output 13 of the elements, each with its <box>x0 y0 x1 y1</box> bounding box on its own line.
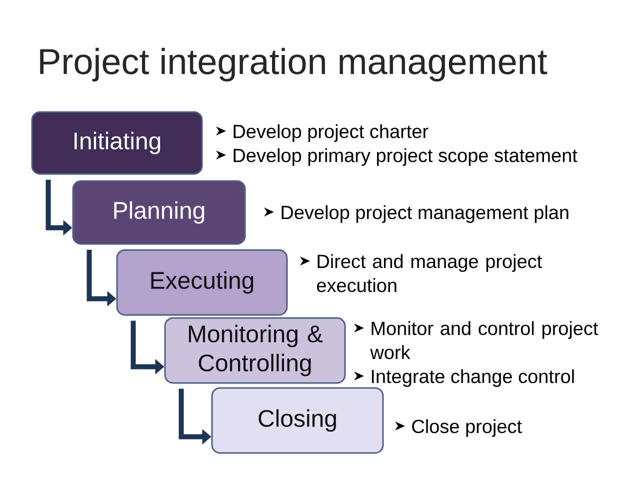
phase-box: Executing <box>116 249 288 316</box>
task-text: Direct and manage project execution <box>317 254 542 292</box>
phase-box: Monitoring & Controlling <box>164 317 346 384</box>
task-text: Develop project charter <box>234 124 428 142</box>
task-text: Develop project management plan <box>282 205 568 223</box>
task-text: Close project <box>412 419 522 437</box>
task-text: Integrate change control <box>372 369 574 387</box>
title: Project integration management <box>40 48 548 82</box>
task-text: Develop primary project scope statement <box>234 148 578 166</box>
task-text: Monitor and control project work <box>370 321 598 360</box>
phase-box: Initiating <box>31 111 203 175</box>
phase-box: Closing <box>211 387 384 454</box>
phase-box: Planning <box>72 180 246 245</box>
